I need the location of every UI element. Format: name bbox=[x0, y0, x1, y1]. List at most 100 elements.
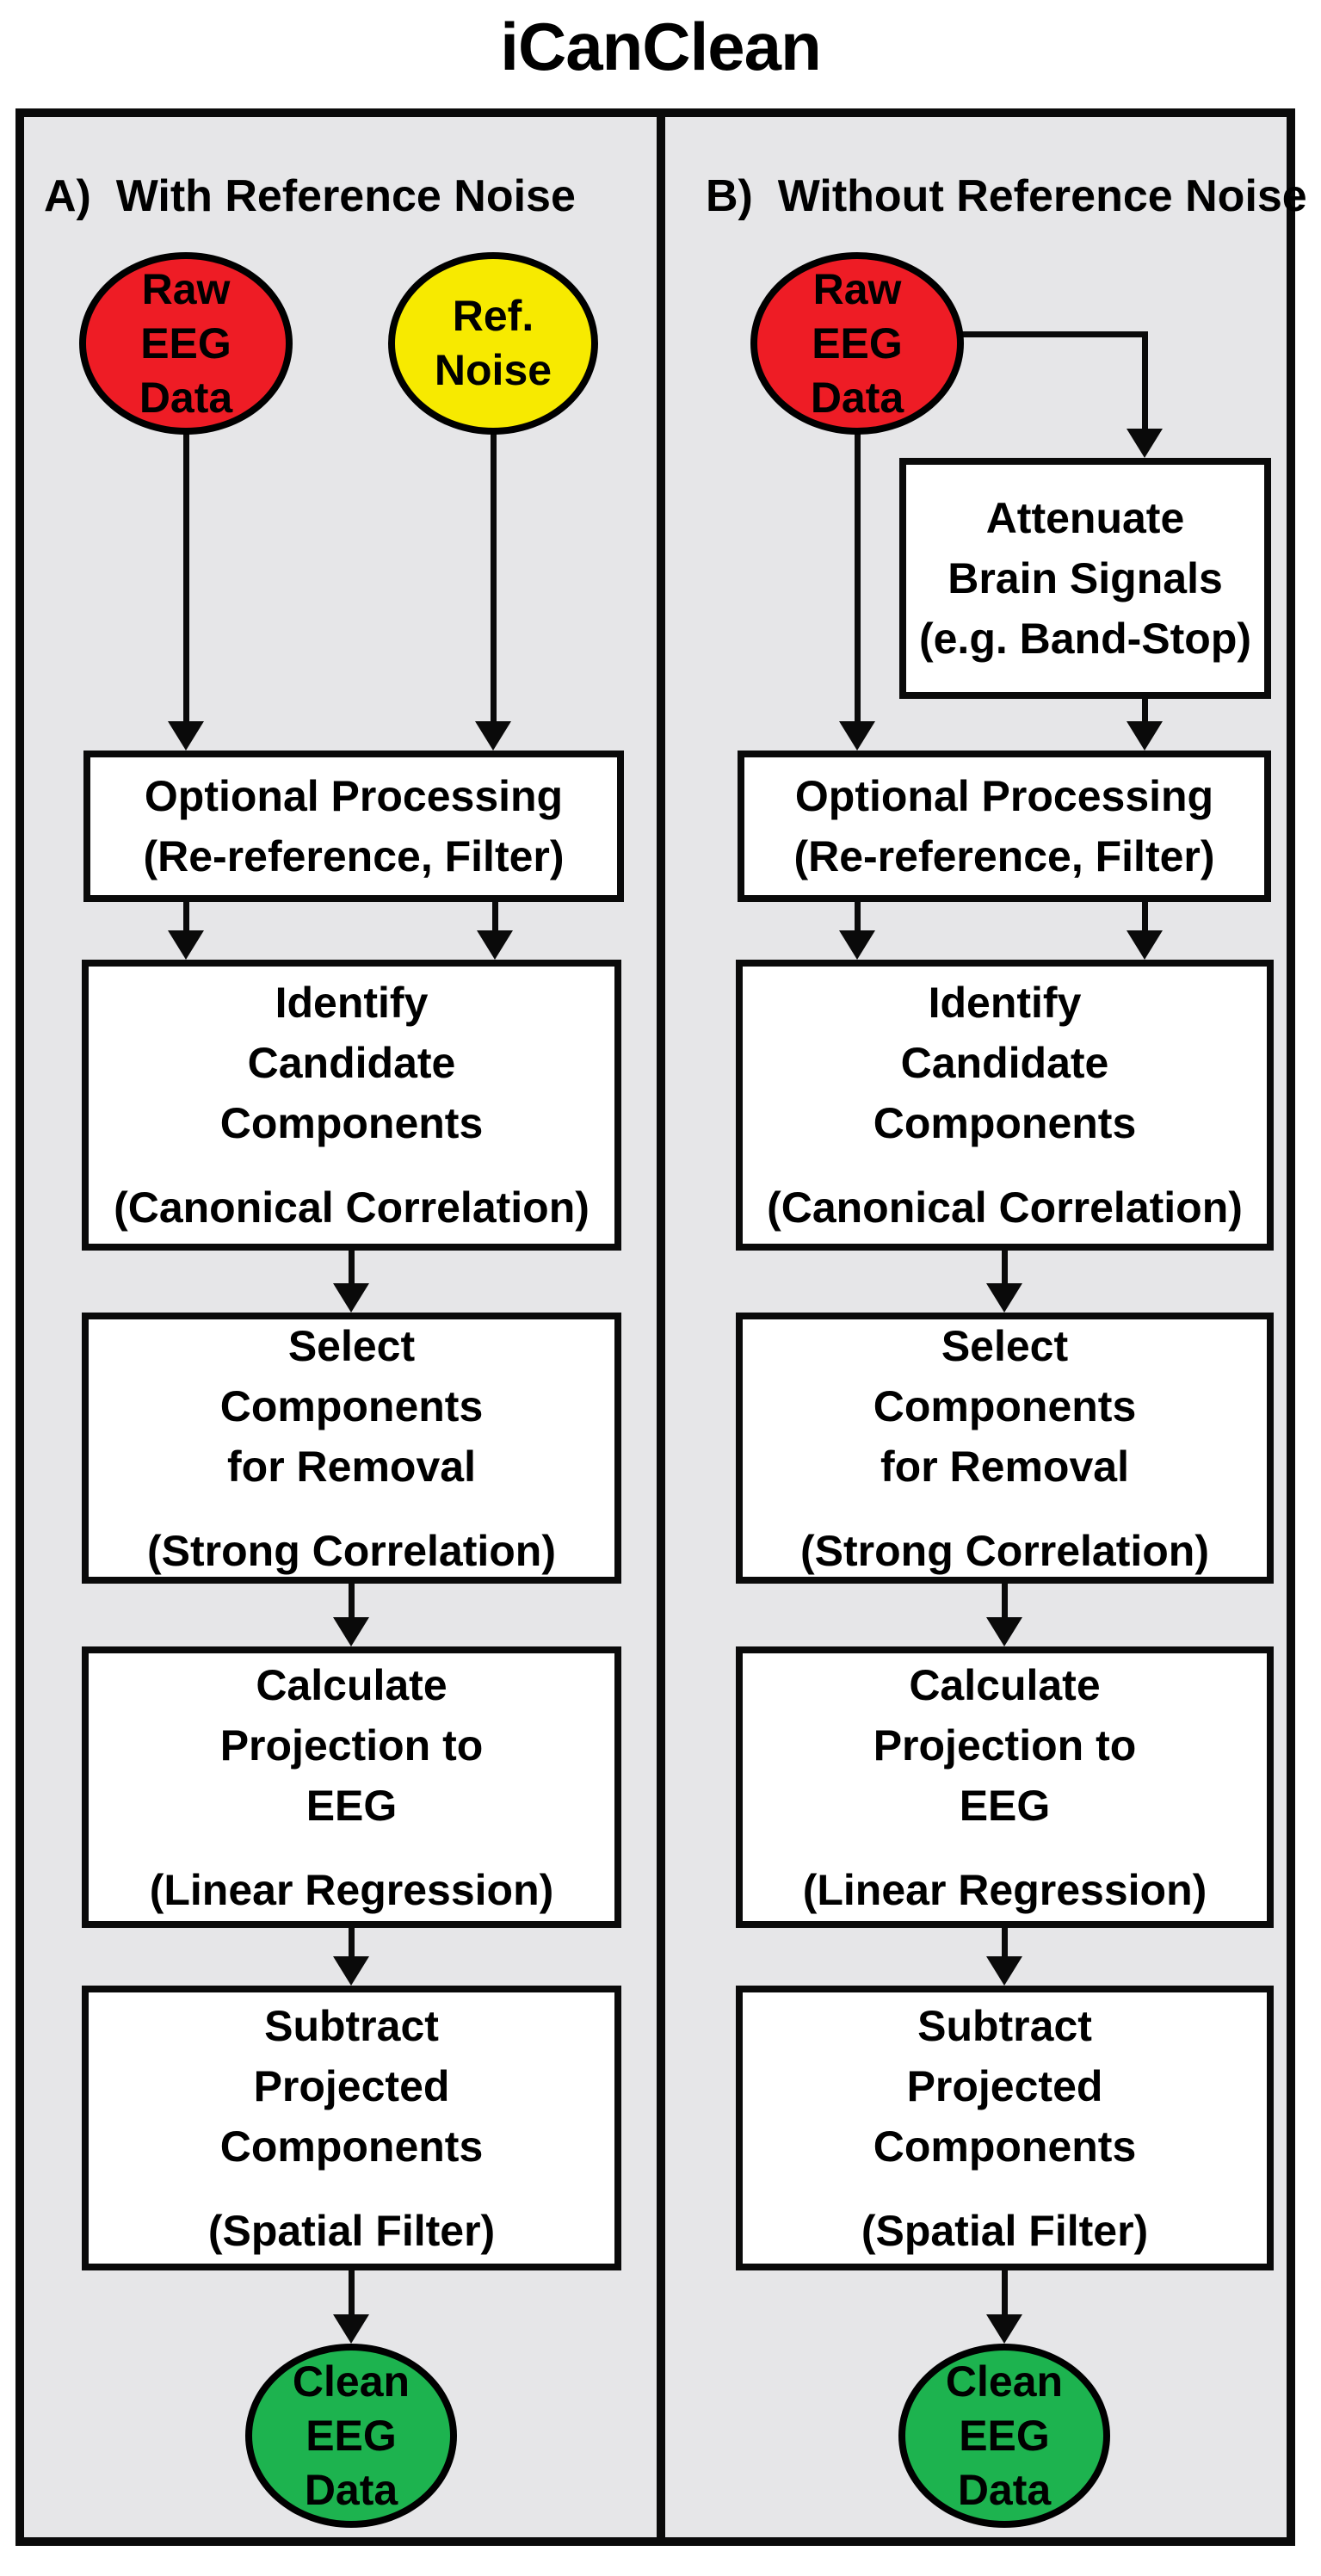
box-b-subtract-components: Subtract Projected Components (Spatial F… bbox=[736, 1986, 1274, 2270]
box-b-attenuate-brain-signals: Attenuate Brain Signals (e.g. Band-Stop) bbox=[899, 458, 1271, 699]
connector-a-ref-to-optional bbox=[491, 430, 497, 723]
connector-a-subtract-to-clean bbox=[349, 2270, 355, 2316]
node-label-line: Ref. bbox=[452, 292, 534, 340]
arrowhead-a-select-to-calculate bbox=[333, 1617, 369, 1646]
box-label-line: Select bbox=[287, 1321, 416, 1370]
connector-b-attenuate-to-optional bbox=[1142, 699, 1148, 725]
node-label-line: Raw bbox=[141, 264, 231, 313]
box-b-identify-candidate-components: Identify Candidate Components (Canonical… bbox=[736, 960, 1274, 1251]
arrowhead-a-optional-to-identify-left bbox=[168, 930, 204, 960]
node-label-line: Noise bbox=[434, 346, 552, 394]
arrowhead-a-calculate-to-subtract bbox=[333, 1956, 369, 1986]
node-a-clean-eeg-data: Clean EEG Data bbox=[245, 2344, 457, 2528]
box-label-line: Projection to bbox=[873, 1720, 1137, 1770]
box-label-line: for Removal bbox=[880, 1442, 1129, 1491]
connector-a-calculate-to-subtract bbox=[349, 1928, 355, 1958]
arrowhead-b-calculate-to-subtract bbox=[986, 1956, 1022, 1986]
arrowhead-b-attenuate-to-optional bbox=[1127, 721, 1163, 751]
node-label-line: EEG bbox=[306, 2411, 397, 2460]
diagram-title: iCanClean bbox=[500, 9, 821, 84]
box-label-line: EEG bbox=[959, 1781, 1051, 1830]
box-label-line: Identify bbox=[275, 979, 429, 1027]
box-a-select-components: Select Components for Removal (Strong Co… bbox=[82, 1313, 621, 1584]
arrowhead-b-optional-to-identify-right bbox=[1127, 930, 1163, 960]
connector-a-optional-to-identify-right bbox=[492, 902, 498, 932]
box-label-line: Calculate bbox=[909, 1660, 1101, 1709]
box-label-line: Components bbox=[219, 2122, 484, 2171]
connector-a-identify-to-select bbox=[349, 1251, 355, 1285]
connector-a-optional-to-identify-left bbox=[183, 902, 189, 932]
box-a-calculate-projection: Calculate Projection to EEG (Linear Regr… bbox=[82, 1646, 621, 1928]
box-label-line: (e.g. Band-Stop) bbox=[918, 615, 1252, 663]
box-method-label: (Strong Correlation) bbox=[147, 1526, 556, 1575]
arrowhead-b-raw-to-optional bbox=[839, 721, 875, 751]
box-label-line: Components bbox=[873, 2122, 1137, 2171]
node-a-ref-noise: Ref. Noise bbox=[388, 252, 598, 435]
arrowhead-a-identify-to-select bbox=[333, 1283, 369, 1313]
box-label-line: Components bbox=[219, 1381, 484, 1430]
connector-b-raw-to-optional bbox=[855, 430, 861, 723]
connector-b-optional-to-identify-right bbox=[1142, 902, 1148, 932]
node-label-line: Clean bbox=[945, 2357, 1064, 2406]
box-label-line: for Removal bbox=[227, 1442, 476, 1491]
node-label-line: EEG bbox=[812, 318, 903, 368]
box-label-line: Attenuate bbox=[985, 494, 1185, 542]
box-b-calculate-projection: Calculate Projection to EEG (Linear Regr… bbox=[736, 1646, 1274, 1928]
arrowhead-a-raw-to-optional bbox=[168, 721, 204, 751]
box-method-label: (Spatial Filter) bbox=[861, 2206, 1149, 2255]
box-label-line: Calculate bbox=[256, 1660, 448, 1709]
arrowhead-a-optional-to-identify-right bbox=[477, 930, 513, 960]
box-a-identify-candidate-components: Identify Candidate Components (Canonical… bbox=[82, 960, 621, 1251]
box-label-line: (Re-reference, Filter) bbox=[793, 832, 1215, 880]
node-b-raw-eeg-data: Raw EEG Data bbox=[750, 252, 964, 435]
box-label-line: Projection to bbox=[219, 1720, 484, 1770]
box-label-line: Components bbox=[873, 1381, 1137, 1430]
connector-b-optional-to-identify-left bbox=[855, 902, 861, 932]
node-label-line: Data bbox=[957, 2465, 1052, 2514]
box-method-label: (Spatial Filter) bbox=[207, 2206, 496, 2255]
box-label-line: Projected bbox=[253, 2061, 450, 2110]
box-a-optional-processing: Optional Processing (Re-reference, Filte… bbox=[83, 751, 624, 902]
box-label-line: Select bbox=[941, 1321, 1069, 1370]
arrowhead-a-ref-to-optional bbox=[475, 721, 511, 751]
box-label-line: Candidate bbox=[900, 1039, 1109, 1087]
box-label-line: Subtract bbox=[917, 2001, 1092, 2050]
arrowhead-a-subtract-to-clean bbox=[333, 2314, 369, 2344]
node-label-line: Clean bbox=[292, 2357, 410, 2406]
arrowhead-b-identify-to-select bbox=[986, 1283, 1022, 1313]
box-b-select-components: Select Components for Removal (Strong Co… bbox=[736, 1313, 1274, 1584]
box-label-line: Projected bbox=[906, 2061, 1103, 2110]
node-a-raw-eeg-data: Raw EEG Data bbox=[79, 252, 293, 435]
box-method-label: (Canonical Correlation) bbox=[114, 1183, 590, 1232]
box-label-line: Components bbox=[873, 1099, 1137, 1147]
arrowhead-b-optional-to-identify-left bbox=[839, 930, 875, 960]
box-label-line: Optional Processing bbox=[794, 772, 1214, 820]
box-b-optional-processing: Optional Processing (Re-reference, Filte… bbox=[738, 751, 1271, 902]
box-label-line: Brain Signals bbox=[948, 554, 1223, 602]
node-label-line: Raw bbox=[812, 264, 902, 313]
node-label-line: Data bbox=[810, 373, 904, 422]
box-label-line: EEG bbox=[306, 1781, 398, 1830]
connector-a-raw-to-optional bbox=[183, 430, 189, 723]
panel-b-header: B) Without Reference Noise bbox=[706, 171, 1307, 221]
box-method-label: (Linear Regression) bbox=[802, 1865, 1207, 1914]
connector-b-select-to-calculate bbox=[1002, 1584, 1008, 1619]
panel-a-header: A) With Reference Noise bbox=[44, 171, 576, 221]
node-label-line: EEG bbox=[959, 2411, 1050, 2460]
box-method-label: (Strong Correlation) bbox=[800, 1526, 1209, 1575]
arrowhead-b-select-to-calculate bbox=[986, 1617, 1022, 1646]
box-label-line: Subtract bbox=[264, 2001, 439, 2050]
box-label-line: Identify bbox=[928, 979, 1082, 1027]
connector-b-raw-branch-horizontal bbox=[955, 331, 1148, 337]
arrowhead-b-subtract-to-clean bbox=[986, 2314, 1022, 2344]
node-label-line: Data bbox=[304, 2465, 398, 2514]
box-label-line: Candidate bbox=[247, 1039, 456, 1087]
box-label-line: Optional Processing bbox=[144, 772, 564, 820]
connector-b-calculate-to-subtract bbox=[1002, 1928, 1008, 1958]
node-label-line: EEG bbox=[140, 318, 231, 368]
arrowhead-b-branch-to-attenuate bbox=[1127, 429, 1163, 458]
box-label-line: Components bbox=[219, 1099, 484, 1147]
node-b-clean-eeg-data: Clean EEG Data bbox=[898, 2344, 1110, 2528]
box-method-label: (Canonical Correlation) bbox=[767, 1183, 1243, 1232]
